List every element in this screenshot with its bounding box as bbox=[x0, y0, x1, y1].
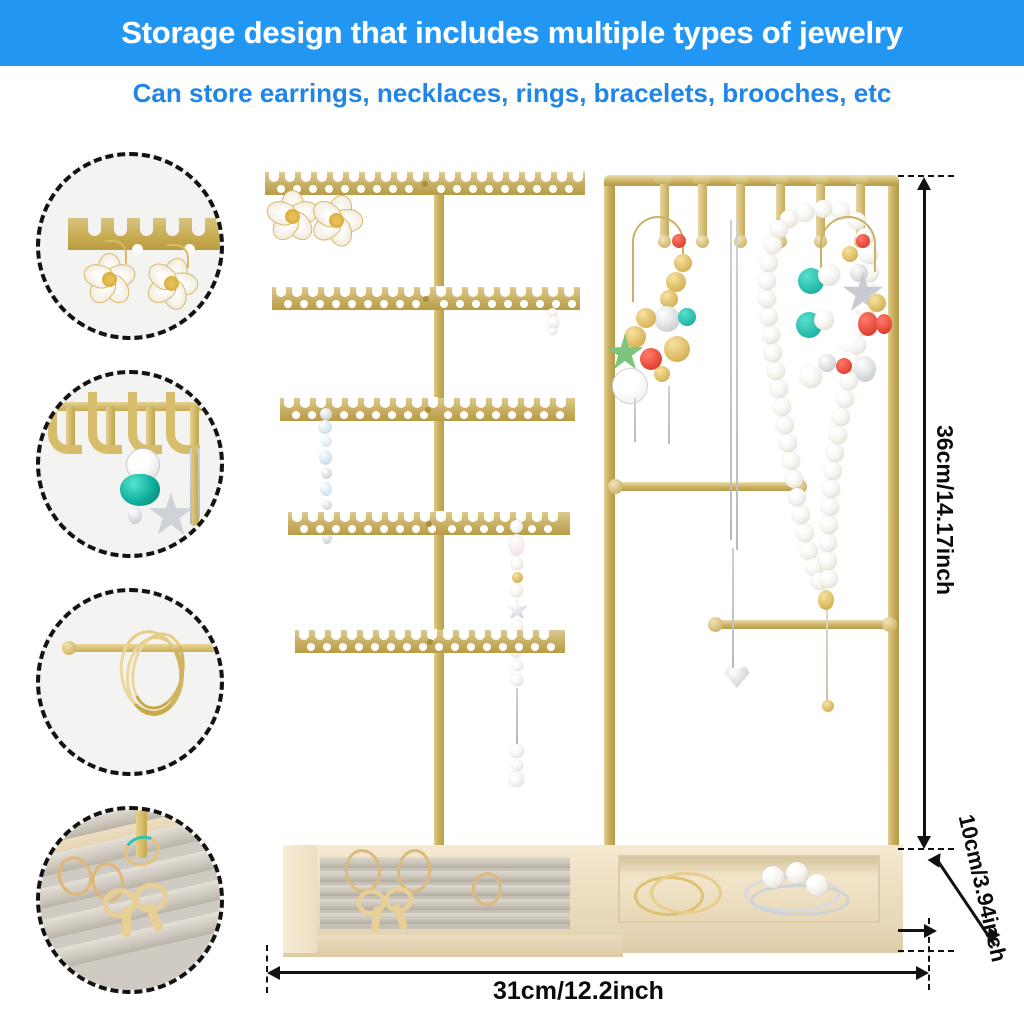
earring-tier-bar-1 bbox=[265, 171, 585, 195]
wood-tray-front-step bbox=[283, 935, 623, 957]
pearl-stud bbox=[786, 862, 808, 884]
flower-earring bbox=[263, 190, 322, 246]
tray-depth-tick bbox=[898, 929, 926, 932]
flower-earring bbox=[80, 240, 139, 309]
bow-brooch bbox=[355, 884, 429, 934]
necklace-hook bbox=[856, 181, 865, 239]
width-arrow-right bbox=[916, 966, 929, 980]
header-banner: Storage design that includes multiple ty… bbox=[0, 0, 1024, 66]
dimension-guide-top bbox=[898, 175, 954, 177]
width-arrow-left bbox=[267, 966, 280, 980]
subtitle-text: Can store earrings, necklaces, rings, br… bbox=[132, 78, 892, 108]
ring-detail-image bbox=[40, 810, 220, 990]
dimension-guide-tray-bottom bbox=[898, 950, 954, 952]
pearl-stud bbox=[762, 866, 784, 888]
necklace-hook bbox=[660, 181, 669, 239]
support-post-closeup bbox=[136, 810, 147, 858]
flower-earring bbox=[308, 191, 364, 250]
height-dimension-label: 36cm/14.17inch bbox=[932, 425, 958, 596]
dimension-guide-tray-top bbox=[898, 848, 954, 850]
gold-bangle bbox=[650, 872, 722, 914]
necklace-crossbar-lower bbox=[712, 620, 892, 629]
detail-callout-earrings bbox=[36, 152, 224, 340]
page-title: Storage design that includes multiple ty… bbox=[121, 15, 903, 50]
hooks-detail-image bbox=[40, 374, 220, 554]
charm-necklace-left bbox=[606, 216, 710, 444]
detail-callout-bracelets bbox=[36, 588, 224, 776]
earring-tier-bar-5 bbox=[295, 629, 565, 653]
width-dimension-line bbox=[278, 971, 916, 974]
wood-tray-left-edge bbox=[283, 845, 317, 953]
width-guide-right bbox=[928, 918, 930, 990]
depth-dimension-label: 10cm/3.94inch bbox=[953, 812, 1012, 965]
gold-ring bbox=[472, 872, 502, 906]
necklace-hook bbox=[736, 181, 745, 239]
green-bead-charm bbox=[120, 474, 160, 506]
height-arrow-top bbox=[917, 177, 931, 190]
height-arrow-bottom bbox=[917, 836, 931, 849]
necklace-frame-left-post bbox=[604, 185, 615, 855]
flower-earring bbox=[142, 244, 199, 313]
crystal-earring-strand bbox=[318, 408, 334, 558]
silver-bangle bbox=[750, 884, 850, 916]
detail-callout-necklace-hooks bbox=[36, 370, 224, 558]
necklace-crossbar-upper bbox=[612, 482, 800, 491]
pearl-stud bbox=[806, 874, 828, 896]
ring-slot-velvet-insert bbox=[320, 857, 570, 929]
necklace-hook bbox=[698, 181, 707, 239]
depth-arrow-top bbox=[927, 849, 947, 868]
pearl-earring-strand bbox=[506, 520, 528, 790]
charm-necklace-right bbox=[796, 216, 906, 416]
earring-tier-bar-4 bbox=[288, 511, 570, 535]
necklace-hook bbox=[776, 181, 785, 239]
necklace-frame-top-rail bbox=[604, 175, 899, 186]
bangle-detail-image bbox=[40, 592, 220, 772]
necklace-frame-right-post bbox=[888, 185, 899, 855]
bracelet-rod-closeup bbox=[66, 644, 220, 652]
tray-depth-tick-arrow bbox=[924, 924, 937, 938]
detail-callout-rings bbox=[36, 806, 224, 994]
earring-tier-bar-2 bbox=[272, 286, 580, 310]
earring-tier-bar-3 bbox=[280, 397, 575, 421]
earring-detail-image bbox=[40, 156, 220, 336]
height-dimension-line bbox=[923, 188, 926, 838]
width-dimension-label: 31cm/12.2inch bbox=[493, 977, 664, 1005]
